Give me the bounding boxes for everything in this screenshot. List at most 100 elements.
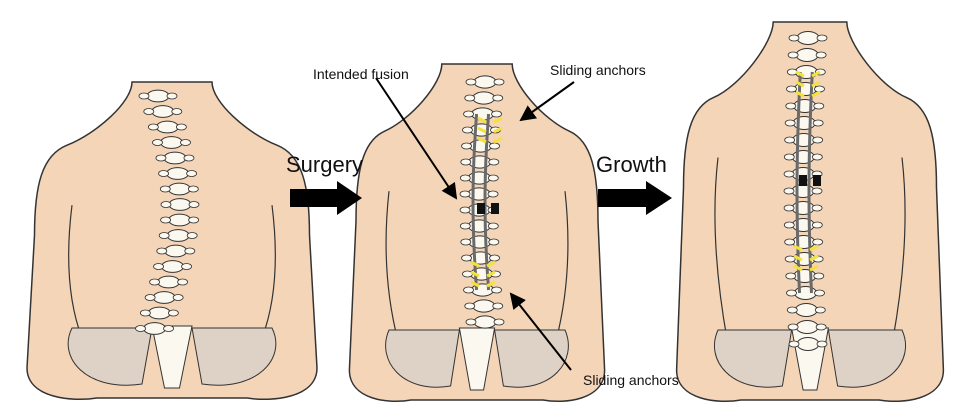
- vertebra: [794, 270, 816, 283]
- vertebra-process: [159, 233, 169, 239]
- vertebra-process: [812, 188, 822, 194]
- vertebra-process: [787, 69, 797, 75]
- vertebra: [167, 230, 189, 242]
- vertebra: [160, 137, 182, 149]
- vertebra-process: [148, 124, 158, 130]
- vertebra-process: [466, 79, 476, 85]
- vertebra-process: [187, 233, 197, 239]
- rod-connector: [491, 203, 499, 214]
- vertebra: [152, 106, 174, 118]
- vertebra-process: [492, 111, 502, 117]
- vertebra-process: [815, 290, 825, 296]
- vertebra-process: [784, 222, 794, 228]
- vertebra-process: [460, 207, 470, 213]
- vertebra-process: [816, 52, 826, 58]
- vertebra: [792, 151, 814, 164]
- vertebra-process: [785, 239, 795, 245]
- surgery-step-label: Surgery: [286, 152, 363, 178]
- vertebra: [153, 292, 175, 304]
- vertebra: [156, 121, 178, 133]
- vertebra-process: [786, 273, 796, 279]
- vertebra-process: [488, 223, 498, 229]
- vertebra: [796, 49, 818, 62]
- vertebra-process: [460, 175, 470, 181]
- vertebra: [158, 276, 180, 288]
- vertebra-process: [789, 35, 799, 41]
- vertebra-process: [490, 143, 500, 149]
- vertebra-process: [494, 319, 504, 325]
- vertebra: [794, 100, 816, 113]
- vertebra-process: [139, 93, 149, 99]
- vertebra: [168, 183, 190, 195]
- rod-connector: [477, 203, 485, 214]
- vertebra-process: [784, 154, 794, 160]
- vertebra: [468, 172, 490, 184]
- vertebra-process: [489, 239, 499, 245]
- vertebra: [468, 188, 490, 200]
- vertebra-process: [788, 324, 798, 330]
- vertebra: [797, 338, 819, 351]
- vertebra-process: [154, 264, 164, 270]
- vertebra-process: [488, 175, 498, 181]
- vertebra-process: [464, 111, 474, 117]
- vertebra: [796, 321, 818, 334]
- vertebra-process: [493, 303, 503, 309]
- vertebra-process: [787, 86, 797, 92]
- figure-post-op: [349, 64, 604, 401]
- vertebra-process: [815, 307, 825, 313]
- vertebra-process: [812, 222, 822, 228]
- vertebra-process: [813, 239, 823, 245]
- sliding-anchors-bottom-label: Sliding anchors: [583, 372, 679, 388]
- vertebra-process: [168, 310, 178, 316]
- vertebra-process: [785, 137, 795, 143]
- vertebra-process: [460, 223, 470, 229]
- vertebra: [793, 134, 815, 147]
- vertebra-process: [145, 295, 155, 301]
- vertebra-process: [812, 205, 822, 211]
- vertebra-process: [188, 186, 198, 192]
- vertebra-process: [152, 140, 162, 146]
- vertebra-process: [144, 109, 154, 115]
- vertebra-process: [813, 137, 823, 143]
- vertebra-process: [182, 264, 192, 270]
- vertebra-process: [157, 248, 167, 254]
- vertebra: [793, 117, 815, 130]
- figure-growth: [677, 22, 944, 401]
- vertebra: [792, 202, 814, 215]
- vertebra-process: [817, 35, 827, 41]
- vertebra: [468, 220, 490, 232]
- vertebra: [147, 90, 169, 102]
- intended-fusion-label: Intended fusion: [313, 66, 409, 82]
- vertebra-process: [493, 95, 503, 101]
- vertebra-process: [788, 52, 798, 58]
- vertebra: [792, 185, 814, 198]
- vertebra-process: [140, 310, 150, 316]
- vertebra-process: [172, 109, 182, 115]
- vertebra: [169, 199, 191, 211]
- vertebra-process: [461, 239, 471, 245]
- vertebra: [792, 219, 814, 232]
- vertebra: [797, 32, 819, 45]
- vertebra-process: [460, 191, 470, 197]
- vertebra-process: [189, 217, 199, 223]
- vertebra-process: [789, 341, 799, 347]
- vertebra-process: [814, 103, 824, 109]
- vertebra-process: [178, 279, 188, 285]
- vertebra-process: [159, 171, 169, 177]
- vertebra: [473, 92, 495, 104]
- vertebra-process: [784, 188, 794, 194]
- vertebra-process: [176, 124, 186, 130]
- vertebra-process: [180, 140, 190, 146]
- vertebra-process: [784, 171, 794, 177]
- vertebra-process: [462, 255, 472, 261]
- vertebra-process: [184, 155, 194, 161]
- sliding-anchors-top-label: Sliding anchors: [550, 62, 646, 78]
- rod-connector: [813, 175, 821, 186]
- vertebra: [473, 300, 495, 312]
- vertebra-process: [462, 143, 472, 149]
- vertebra-process: [462, 271, 472, 277]
- vertebra: [795, 304, 817, 317]
- vertebra-process: [187, 171, 197, 177]
